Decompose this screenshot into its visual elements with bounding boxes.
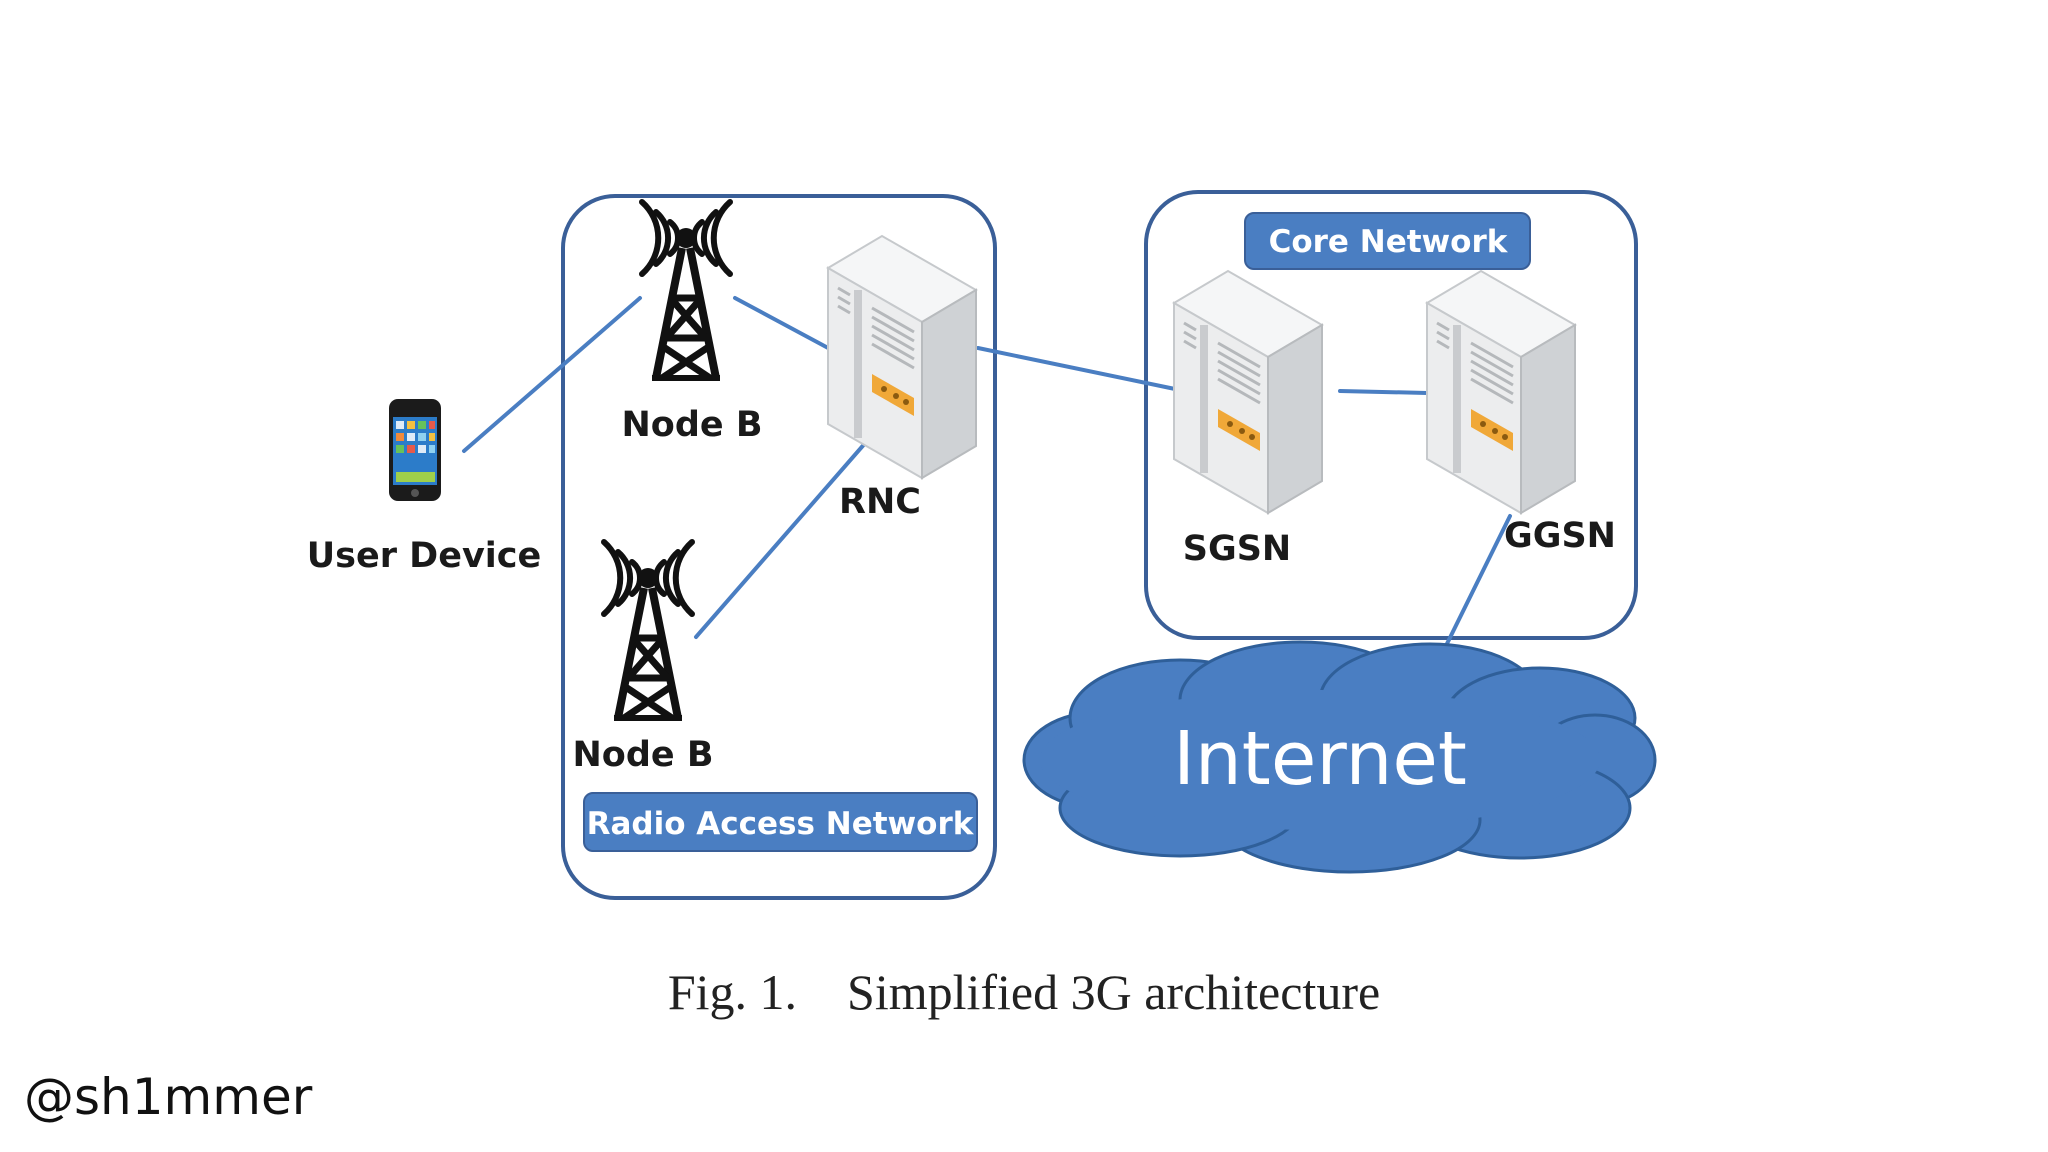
server-icon: [828, 236, 976, 478]
radio-access-network-label: Radio Access Network: [587, 806, 975, 842]
cell-tower-icon: [642, 202, 730, 378]
watermark-handle: @sh1mmer: [24, 1068, 313, 1126]
link-ggsn-internet: [1434, 514, 1512, 668]
link-sgsn-ggsn: [1338, 389, 1429, 395]
rnc-label: RNC: [839, 482, 921, 522]
core-network-badge: [1244, 212, 1531, 270]
core-network-label: Core Network: [1269, 224, 1509, 260]
sgsn-label: SGSN: [1183, 529, 1291, 569]
server-icon: [1427, 271, 1575, 513]
smartphone-icon: [389, 399, 441, 501]
radio-access-network-badge: [583, 792, 978, 852]
link-user-device-node-b: [462, 296, 642, 453]
figure-caption: Fig. 1. Simplified 3G architecture: [667, 964, 1381, 1020]
link-rnc-sgsn: [976, 346, 1177, 391]
link-node-b-top-rnc: [733, 296, 832, 351]
user-device-label: User Device: [307, 536, 542, 576]
connection-links: [462, 296, 1512, 668]
radio-access-network-group: Radio Access Network: [561, 194, 997, 900]
node-b-top-label: Node B: [622, 405, 763, 445]
internet-label: Internet: [1173, 716, 1467, 802]
link-node-b-bottom-rnc: [694, 439, 869, 639]
cloud-icon: [1022, 640, 1657, 874]
cell-tower-icon: [604, 542, 692, 718]
node-b-bottom-label: Node B: [573, 735, 714, 775]
ggsn-label: GGSN: [1504, 516, 1616, 556]
server-icon: [1174, 271, 1322, 513]
core-network-group: Core Network: [1144, 190, 1638, 640]
